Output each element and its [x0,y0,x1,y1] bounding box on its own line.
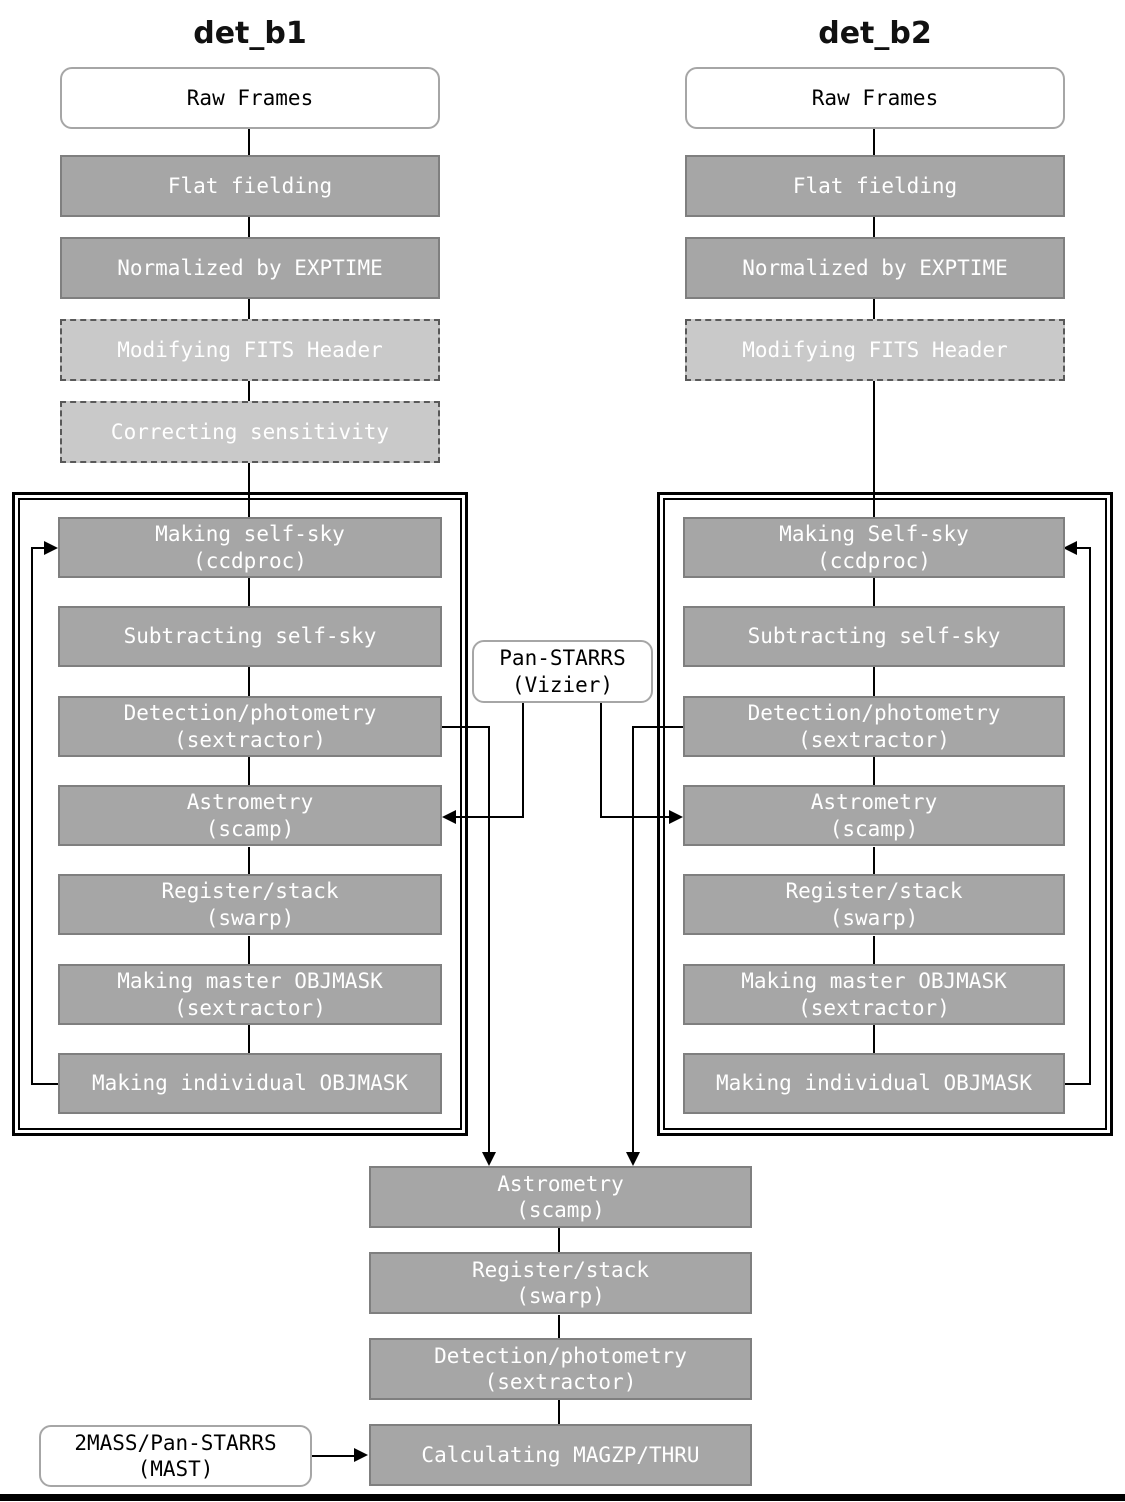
step-normalized-exptime-b2: Normalized by EXPTIME [685,237,1065,299]
step-modifying-fits-header-b2: Modifying FITS Header [685,319,1065,381]
loop-container-inner-border-b1 [18,498,462,1130]
step-combined-astrometry: Astrometry (scamp) [369,1166,752,1228]
vizier-arrowhead-left [442,810,456,824]
bottom-border-bar [0,1494,1125,1501]
flow-line [248,381,250,401]
step-astrometry-b1: Astrometry (scamp) [58,785,442,846]
loop-container-det-b2 [657,492,1113,1136]
raw-frames-box-b2: Raw Frames [685,67,1065,129]
step-individual-objmask-b2: Making individual OBJMASK [683,1053,1065,1114]
loop-line-b2 [1089,548,1091,1085]
flow-line [248,299,250,319]
flow-line [558,1315,560,1338]
step-modifying-fits-header-b1: Modifying FITS Header [60,319,440,381]
detection-line-b1 [488,726,490,1152]
flow-line [248,936,250,964]
flow-line [873,936,875,964]
flow-line [873,578,875,606]
flow-line [873,129,875,155]
step-astrometry-b2: Astrometry (scamp) [683,785,1065,846]
step-flat-fielding-b2: Flat fielding [685,155,1065,217]
flow-line [873,299,875,319]
detection-arrowhead-b1 [482,1152,496,1166]
loop-container-inner-border-b2 [663,498,1107,1130]
detection-line-b2 [633,726,683,728]
detection-line-b1 [442,726,490,728]
mast-line [312,1455,354,1457]
loop-arrowhead-b2 [1063,541,1077,555]
flow-line [873,757,875,785]
vizier-line [600,703,602,817]
step-register-stack-b2: Register/stack (swarp) [683,874,1065,935]
loop-arrowhead-b1 [44,541,58,555]
flow-line [248,129,250,155]
flow-line [873,847,875,874]
flow-line [873,381,875,517]
step-register-stack-b1: Register/stack (swarp) [58,874,442,935]
flow-line [558,1228,560,1252]
flow-line [873,1025,875,1053]
vizier-line [600,816,669,818]
column-title-det-b2: det_b2 [818,16,932,51]
loop-line-b1 [31,1083,58,1085]
mast-arrowhead [354,1448,368,1462]
loop-line-b2 [1062,1083,1091,1085]
step-subtracting-self-sky-b2: Subtracting self-sky [683,606,1065,667]
step-making-self-sky-b2: Making Self-sky (ccdproc) [683,517,1065,578]
loop-container-det-b1 [12,492,468,1136]
mass-pan-starrs-mast-box: 2MASS/Pan-STARRS (MAST) [39,1425,312,1487]
flow-line [248,667,250,696]
vizier-line [456,816,524,818]
step-individual-objmask-b1: Making individual OBJMASK [58,1053,442,1114]
flow-line [248,578,250,606]
raw-frames-box-b1: Raw Frames [60,67,440,129]
step-normalized-exptime-b1: Normalized by EXPTIME [60,237,440,299]
step-making-self-sky-b1: Making self-sky (ccdproc) [58,517,442,578]
step-flat-fielding-b1: Flat fielding [60,155,440,217]
detection-line-b2 [632,726,634,1152]
vizier-line [522,703,524,817]
detection-arrowhead-b2 [626,1152,640,1166]
loop-line-b1 [31,547,44,549]
loop-line-b1 [31,548,33,1085]
flow-line [248,217,250,237]
loop-line-b2 [1077,547,1091,549]
step-detection-photometry-b2: Detection/photometry (sextractor) [683,696,1065,757]
pan-starrs-vizier-box: Pan-STARRS (Vizier) [472,640,653,703]
step-subtracting-self-sky-b1: Subtracting self-sky [58,606,442,667]
vizier-arrowhead-right [669,810,683,824]
flow-line [248,757,250,785]
step-combined-register-stack: Register/stack (swarp) [369,1252,752,1314]
column-title-det-b1: det_b1 [193,16,307,51]
flow-line [873,217,875,237]
flow-line [248,847,250,874]
step-master-objmask-b1: Making master OBJMASK (sextractor) [58,964,442,1025]
flow-line [248,463,250,517]
step-combined-detection-photometry: Detection/photometry (sextractor) [369,1338,752,1400]
step-calculating-magzp-thru: Calculating MAGZP/THRU [369,1424,752,1486]
step-detection-photometry-b1: Detection/photometry (sextractor) [58,696,442,757]
step-correcting-sensitivity-b1: Correcting sensitivity [60,401,440,463]
flow-line [558,1400,560,1424]
step-master-objmask-b2: Making master OBJMASK (sextractor) [683,964,1065,1025]
flow-line [248,1025,250,1053]
flow-line [873,667,875,696]
